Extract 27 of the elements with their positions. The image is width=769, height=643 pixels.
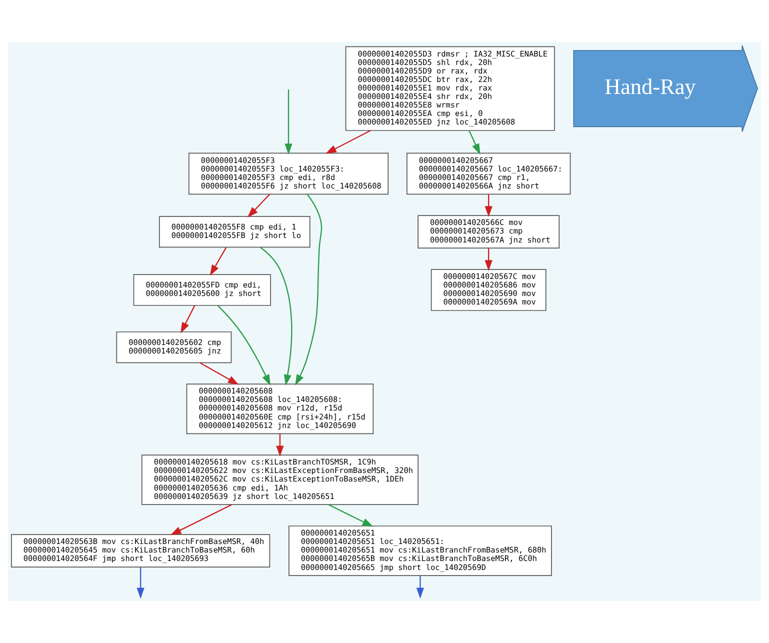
node-box: 0000000140205608 0000000140205608 loc_140205608: 0000000140205608 mov r12d, r15d 000000014020560E cmp [rsi+24h], r15d 0000000140205612 jnz loc_140205690 (186, 384, 374, 434)
arrow (210, 247, 227, 276)
node-box: 00000001402055FD cmp edi, 0000000140205600 jz short (133, 274, 271, 306)
node-box: 0000000140205602 cmp 0000000140205605 jnz (116, 331, 232, 364)
arrow (325, 130, 371, 154)
arrow (217, 305, 270, 386)
node-box: 000000014020567C mov 0000000140205686 mov 0000000140205690 mov 000000014020569A mov (430, 269, 546, 311)
arrow (170, 504, 232, 536)
arrow (260, 246, 292, 386)
arrow (284, 90, 292, 155)
node-box: 00000001402055F8 cmp edi, 1 00000001402055FB jz short lo (158, 216, 310, 248)
arrow (484, 248, 492, 272)
node-box: 000000014020566C mov 0000000140205673 cmp 000000014020567A jnz short (418, 215, 560, 248)
node-box: 0000000140205618 mov cs:KiLastBranchTOSMSR, 1C9h 0000000140205622 mov cs:KiLastExceptionFromBaseMSR, 320h 000000014020562C mov cs:KiLastExceptionToBaseMSR, 1DEh 0000000140205636 cmp edi, 1Ah 0000000140205639 jz short loc_140205651 (141, 454, 418, 506)
node-box: 0000000140205667 0000000140205667 loc_140205667: 0000000140205667 cmp r1, 000000014020566A jnz short (406, 152, 571, 195)
node-box: 00000001402055F3 00000001402055F3 loc_1402055F3: 00000001402055F3 cmp edi, r8d 00000001402055F6 jz short loc_140205608 (188, 152, 389, 195)
node-box: 0000000140205651 0000000140205651 loc_140205651: 0000000140205651 mov cs:KiLastBranchFromBaseMSR, 680h 000000014020565B mov cs:KiLastBranchToBaseMSR, 6C0h 0000000140205665 jmp short loc_14020569D (288, 526, 552, 576)
arrow (247, 194, 270, 218)
arrow (484, 194, 492, 218)
node-box: 000000014020563B mov cs:KiLastBranchFromBaseMSR, 40h 0000000140205645 mov cs:KiLastBranchToBaseMSR, 60h 000000014020564F jmp short loc_140205693 (11, 534, 270, 568)
arrow (468, 130, 480, 155)
arrow (328, 504, 374, 527)
arrow (180, 305, 196, 334)
arrow (276, 434, 284, 457)
arrow (200, 362, 239, 385)
node-box: 00000001402055D3 rdmsr ; IA32_MISC_ENABLE 00000001402055D5 shl rdx, 20h 00000001402055D9 or rax, rdx 00000001402055DC btr rax, 22h 00000001402055E1 mov rdx, rax 00000001402055E4 shr rdx, 20h 00000001402055E8 wrmsr 00000001402055EA cmp esi, 0 00000001402055ED jnz loc_140205608 (345, 46, 555, 131)
arrow (295, 194, 322, 386)
